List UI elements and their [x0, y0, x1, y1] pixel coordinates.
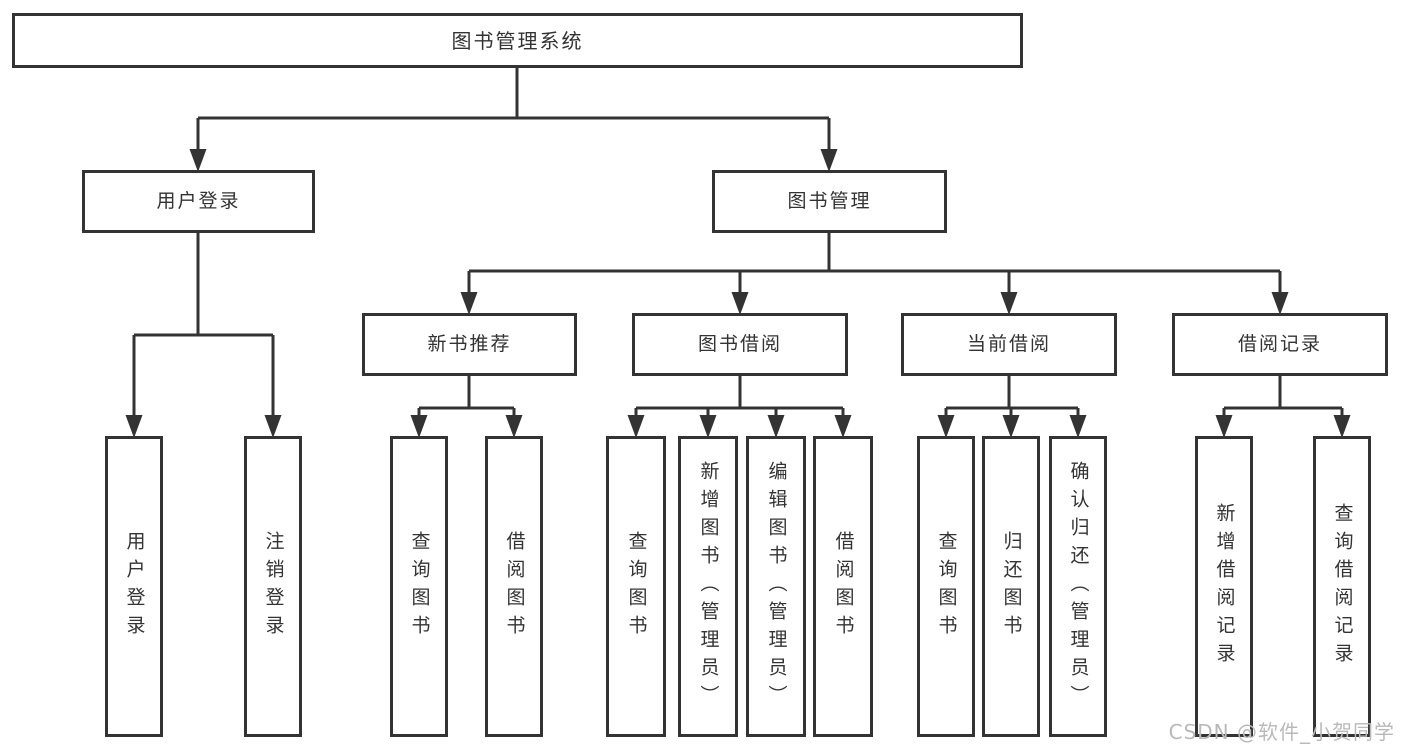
arrowhead — [1333, 415, 1351, 438]
arrowhead — [410, 415, 428, 438]
node-user-login: 用户登录 — [82, 170, 315, 233]
node-borrow-books-leaf: 借阅图书 — [813, 436, 873, 737]
arrowhead — [731, 292, 749, 315]
node-add-borrow-record: 新增借阅记录 — [1195, 436, 1253, 737]
connector-current-borrow — [944, 376, 1080, 417]
arrowhead — [937, 415, 955, 438]
node-book-borrow: 图书借阅 — [632, 313, 848, 376]
node-query-borrow-record: 查询借阅记录 — [1313, 436, 1371, 737]
node-query-books-rec: 查询图书 — [390, 436, 448, 737]
arrowhead — [767, 415, 785, 438]
node-edit-book-admin: 编辑图书（管理员） — [746, 436, 806, 737]
arrowhead — [125, 415, 143, 438]
arrowhead — [1069, 415, 1087, 438]
node-current-borrow: 当前借阅 — [901, 313, 1117, 376]
csdn-watermark: CSDN @软件_小贺同学 — [1168, 720, 1395, 744]
node-query-books-borrow: 查询图书 — [606, 436, 666, 737]
arrowhead — [1000, 292, 1018, 315]
node-root: 图书管理系统 — [12, 13, 1023, 68]
node-new-book-rec: 新书推荐 — [362, 313, 577, 376]
arrowhead — [834, 415, 852, 438]
arrowhead — [1215, 415, 1233, 438]
node-login-leaf: 用户登录 — [105, 436, 163, 737]
arrowhead — [820, 149, 838, 172]
arrowhead — [1271, 292, 1289, 315]
arrowhead — [460, 292, 478, 315]
connector-user-login — [132, 233, 275, 417]
arrowhead — [1002, 415, 1020, 438]
node-borrow-records: 借阅记录 — [1172, 313, 1388, 376]
node-return-book: 归还图书 — [982, 436, 1040, 737]
connector-book-borrow — [634, 376, 845, 417]
node-add-book-admin: 新增图书（管理员） — [678, 436, 738, 737]
arrowhead — [264, 415, 282, 438]
node-query-books-current: 查询图书 — [917, 436, 975, 737]
connector-new-book-rec — [417, 376, 516, 417]
node-book-mgmt: 图书管理 — [712, 170, 947, 233]
node-logout-leaf: 注销登录 — [244, 436, 302, 737]
node-confirm-return-admin: 确认归还（管理员） — [1049, 436, 1107, 737]
arrowhead — [699, 415, 717, 438]
connector-book-mgmt — [467, 233, 1282, 295]
arrowhead — [627, 415, 645, 438]
connector-root — [196, 68, 831, 151]
arrowhead — [505, 415, 523, 438]
node-borrow-books-rec: 借阅图书 — [485, 436, 543, 737]
connector-borrow-records — [1222, 376, 1344, 417]
arrowhead — [189, 149, 207, 172]
